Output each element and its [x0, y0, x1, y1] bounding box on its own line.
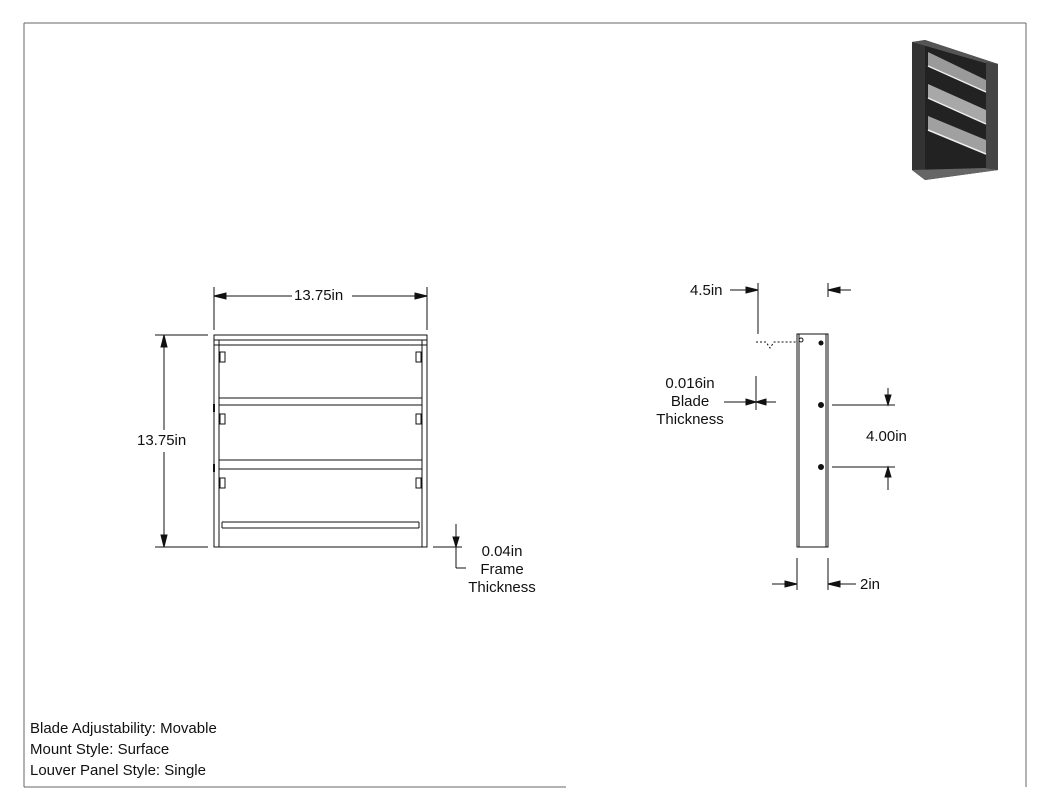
front-height-dimension-label: 13.75in [137, 432, 187, 449]
frame-depth-dimension-label: 2in [860, 576, 881, 593]
side-depth-dimension-label: 4.5in [690, 282, 723, 299]
blade-thickness-callout: 0.016in Blade Thickness [648, 375, 732, 429]
isometric-thumbnail [912, 40, 998, 180]
blade-thickness-value: 0.016in [665, 375, 715, 392]
dimension-lines-front [155, 287, 466, 569]
frame-thickness-value: 0.04in [481, 543, 523, 560]
blade-thickness-label-line1: Blade [670, 393, 710, 410]
side-view [756, 333, 829, 548]
frame-thickness-label-line2: Thickness [468, 579, 536, 596]
spec-blade-adjustability: Blade Adjustability: Movable [30, 720, 217, 737]
frame-thickness-label-line1: Frame [480, 561, 524, 578]
front-width-dimension-label: 13.75in [294, 287, 344, 304]
spec-list: Blade Adjustability: Movable Mount Style… [30, 718, 217, 781]
dimension-lines-side [724, 283, 895, 590]
spec-mount-style: Mount Style: Surface [30, 741, 170, 758]
spec-louver-panel-style: Louver Panel Style: Single [30, 762, 206, 779]
sheet-border [23, 22, 1027, 788]
front-view [213, 334, 428, 548]
blade-thickness-label-line2: Thickness [656, 411, 724, 428]
frame-thickness-callout: 0.04in Frame Thickness [462, 543, 542, 597]
blade-spacing-dimension-label: 4.00in [866, 428, 907, 445]
